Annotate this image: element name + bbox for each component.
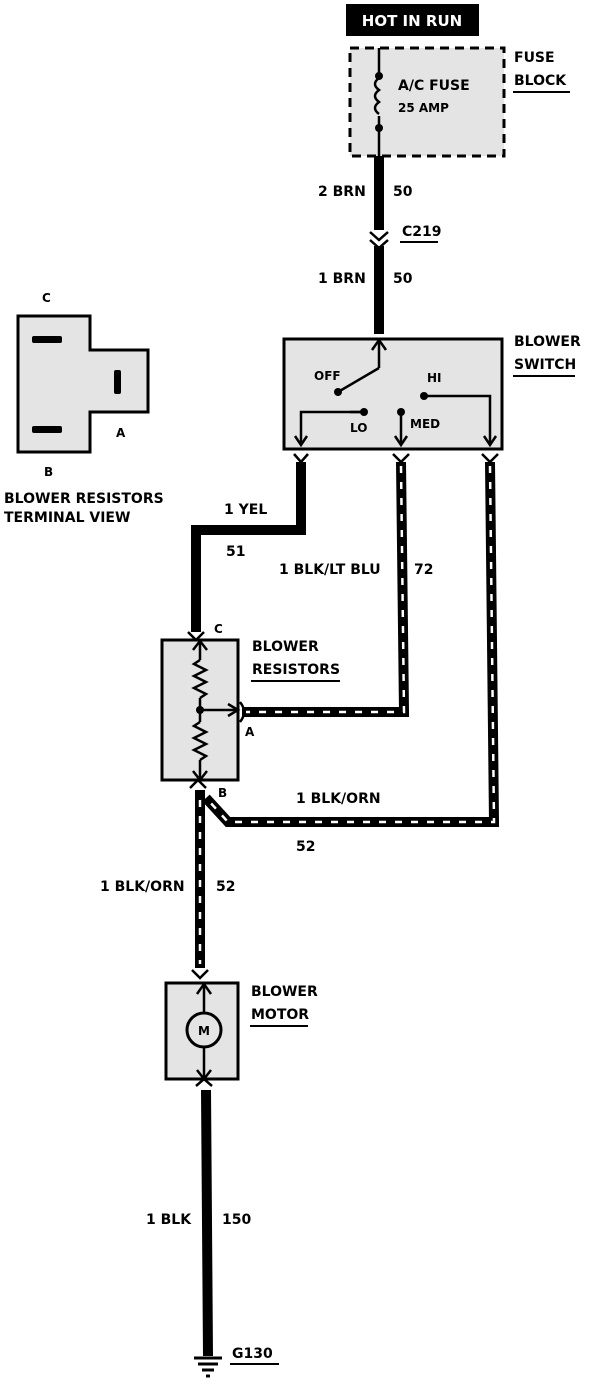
fuse-block-label-2: BLOCK	[514, 73, 567, 89]
switch-hi-label: HI	[427, 371, 442, 385]
ground-symbol	[194, 1356, 222, 1378]
circuit-72-label: 72	[414, 562, 433, 578]
terminal-view-title-1: BLOWER RESISTORS	[4, 491, 164, 507]
blower-switch: OFF HI LO MED	[282, 337, 504, 451]
blower-motor: M	[164, 969, 240, 1087]
circuit-52-right-label: 52	[296, 839, 315, 855]
terminal-view-title-2: TERMINAL VIEW	[4, 510, 130, 526]
wire-1blk-ltblu-label: 1 BLK/LT BLU	[279, 562, 381, 578]
fuse-rating-label: 25 AMP	[398, 101, 449, 115]
wire-1yel-label: 1 YEL	[224, 502, 267, 518]
blower-motor-label-1: BLOWER	[251, 984, 318, 1000]
switch-med-label: MED	[410, 417, 440, 431]
circuit-51-label: 51	[226, 544, 245, 560]
terminal-view-a-label: A	[116, 426, 126, 440]
circuit-50-top-label: 50	[393, 184, 413, 200]
terminal-view-b-label: B	[44, 465, 53, 479]
blower-motor-label-2: MOTOR	[251, 1007, 309, 1023]
fuse-block-label-1: FUSE	[514, 50, 555, 66]
wire-1blk-orn-left-label: 1 BLK/ORN	[100, 879, 185, 895]
hot-in-run-label: HOT IN RUN	[362, 12, 462, 30]
wire-1yel	[191, 462, 306, 632]
wire-1blk-orn-right-label: 1 BLK/ORN	[296, 791, 381, 807]
resistor-c-label: C	[214, 622, 223, 636]
ground-g130-label: G130	[232, 1346, 273, 1362]
switch-off-label: OFF	[314, 369, 341, 383]
resistor-terminal-view: C A B	[16, 291, 150, 479]
wire-1brn-label: 1 BRN	[318, 271, 366, 287]
resistor-a-label: A	[245, 725, 255, 739]
resistor-b-label: B	[218, 786, 227, 800]
switch-lo-label: LO	[350, 421, 367, 435]
motor-symbol-label: M	[198, 1024, 210, 1038]
connector-c219-symbol	[369, 231, 389, 242]
ac-fuse-label: A/C FUSE	[398, 78, 470, 94]
circuit-52-left-label: 52	[216, 879, 235, 895]
blower-resistors: C A B	[160, 622, 255, 800]
connector-c219-label: C219	[402, 224, 442, 240]
fuse-block: A/C FUSE 25 AMP	[348, 46, 506, 158]
terminal-view-c-label: C	[42, 291, 51, 305]
blower-switch-label-1: BLOWER	[514, 334, 581, 350]
wire-2brn-label: 2 BRN	[318, 184, 366, 200]
wire-1blk-label: 1 BLK	[146, 1212, 192, 1228]
blower-switch-label-2: SWITCH	[514, 357, 576, 373]
circuit-50-bottom-label: 50	[393, 271, 413, 287]
wire-1blk	[201, 1089, 213, 1357]
blower-resistors-label-1: BLOWER	[252, 639, 319, 655]
blower-resistors-label-2: RESISTORS	[252, 662, 340, 678]
hot-in-run-header: HOT IN RUN	[346, 4, 479, 36]
circuit-150-label: 150	[222, 1212, 251, 1228]
